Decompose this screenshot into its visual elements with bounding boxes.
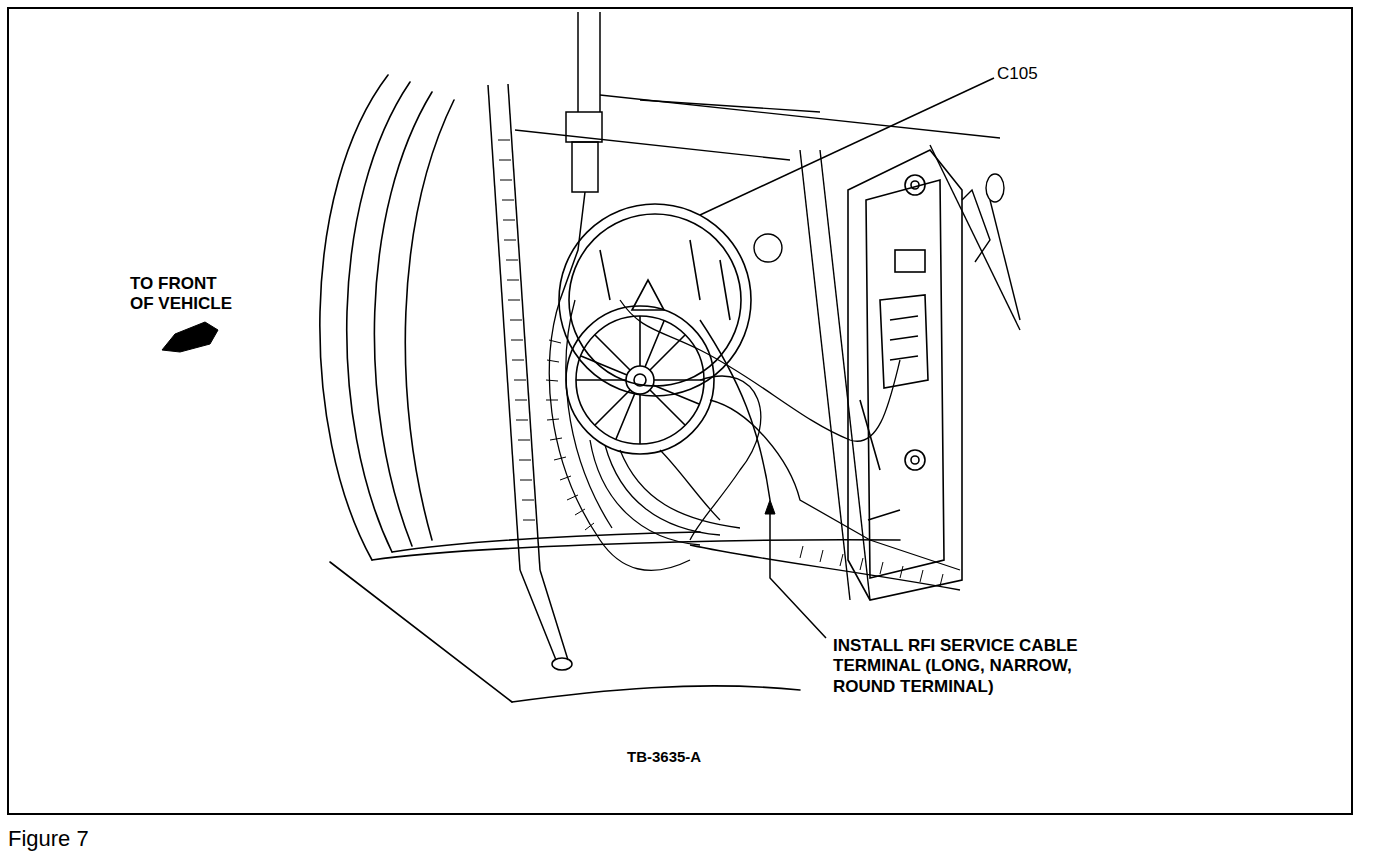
figure-code: TB-3635-A: [627, 748, 701, 766]
leader-line: [770, 512, 826, 638]
figure-frame: [8, 8, 1352, 814]
connector-callout: C105: [997, 64, 1038, 84]
figure-caption: Figure 7: [8, 826, 89, 852]
pillar-hatching: [498, 140, 535, 520]
rfi-cable: [700, 320, 770, 500]
direction-note: TO FRONT OF VEHICLE: [130, 274, 242, 315]
direction-arrow: [162, 322, 218, 352]
ground-terminal: [962, 174, 1020, 320]
wire-harness: [549, 300, 960, 590]
leader-line: [700, 78, 994, 215]
leader-arrowhead: [765, 500, 775, 514]
body-panels: [515, 95, 1020, 600]
instruction-note: INSTALL RFI SERVICE CABLE TERMINAL (LONG…: [833, 636, 1083, 697]
module: [848, 150, 962, 600]
pillar-tube: [488, 84, 572, 670]
wheel-house: [320, 75, 900, 702]
c105-connector: [559, 204, 751, 454]
